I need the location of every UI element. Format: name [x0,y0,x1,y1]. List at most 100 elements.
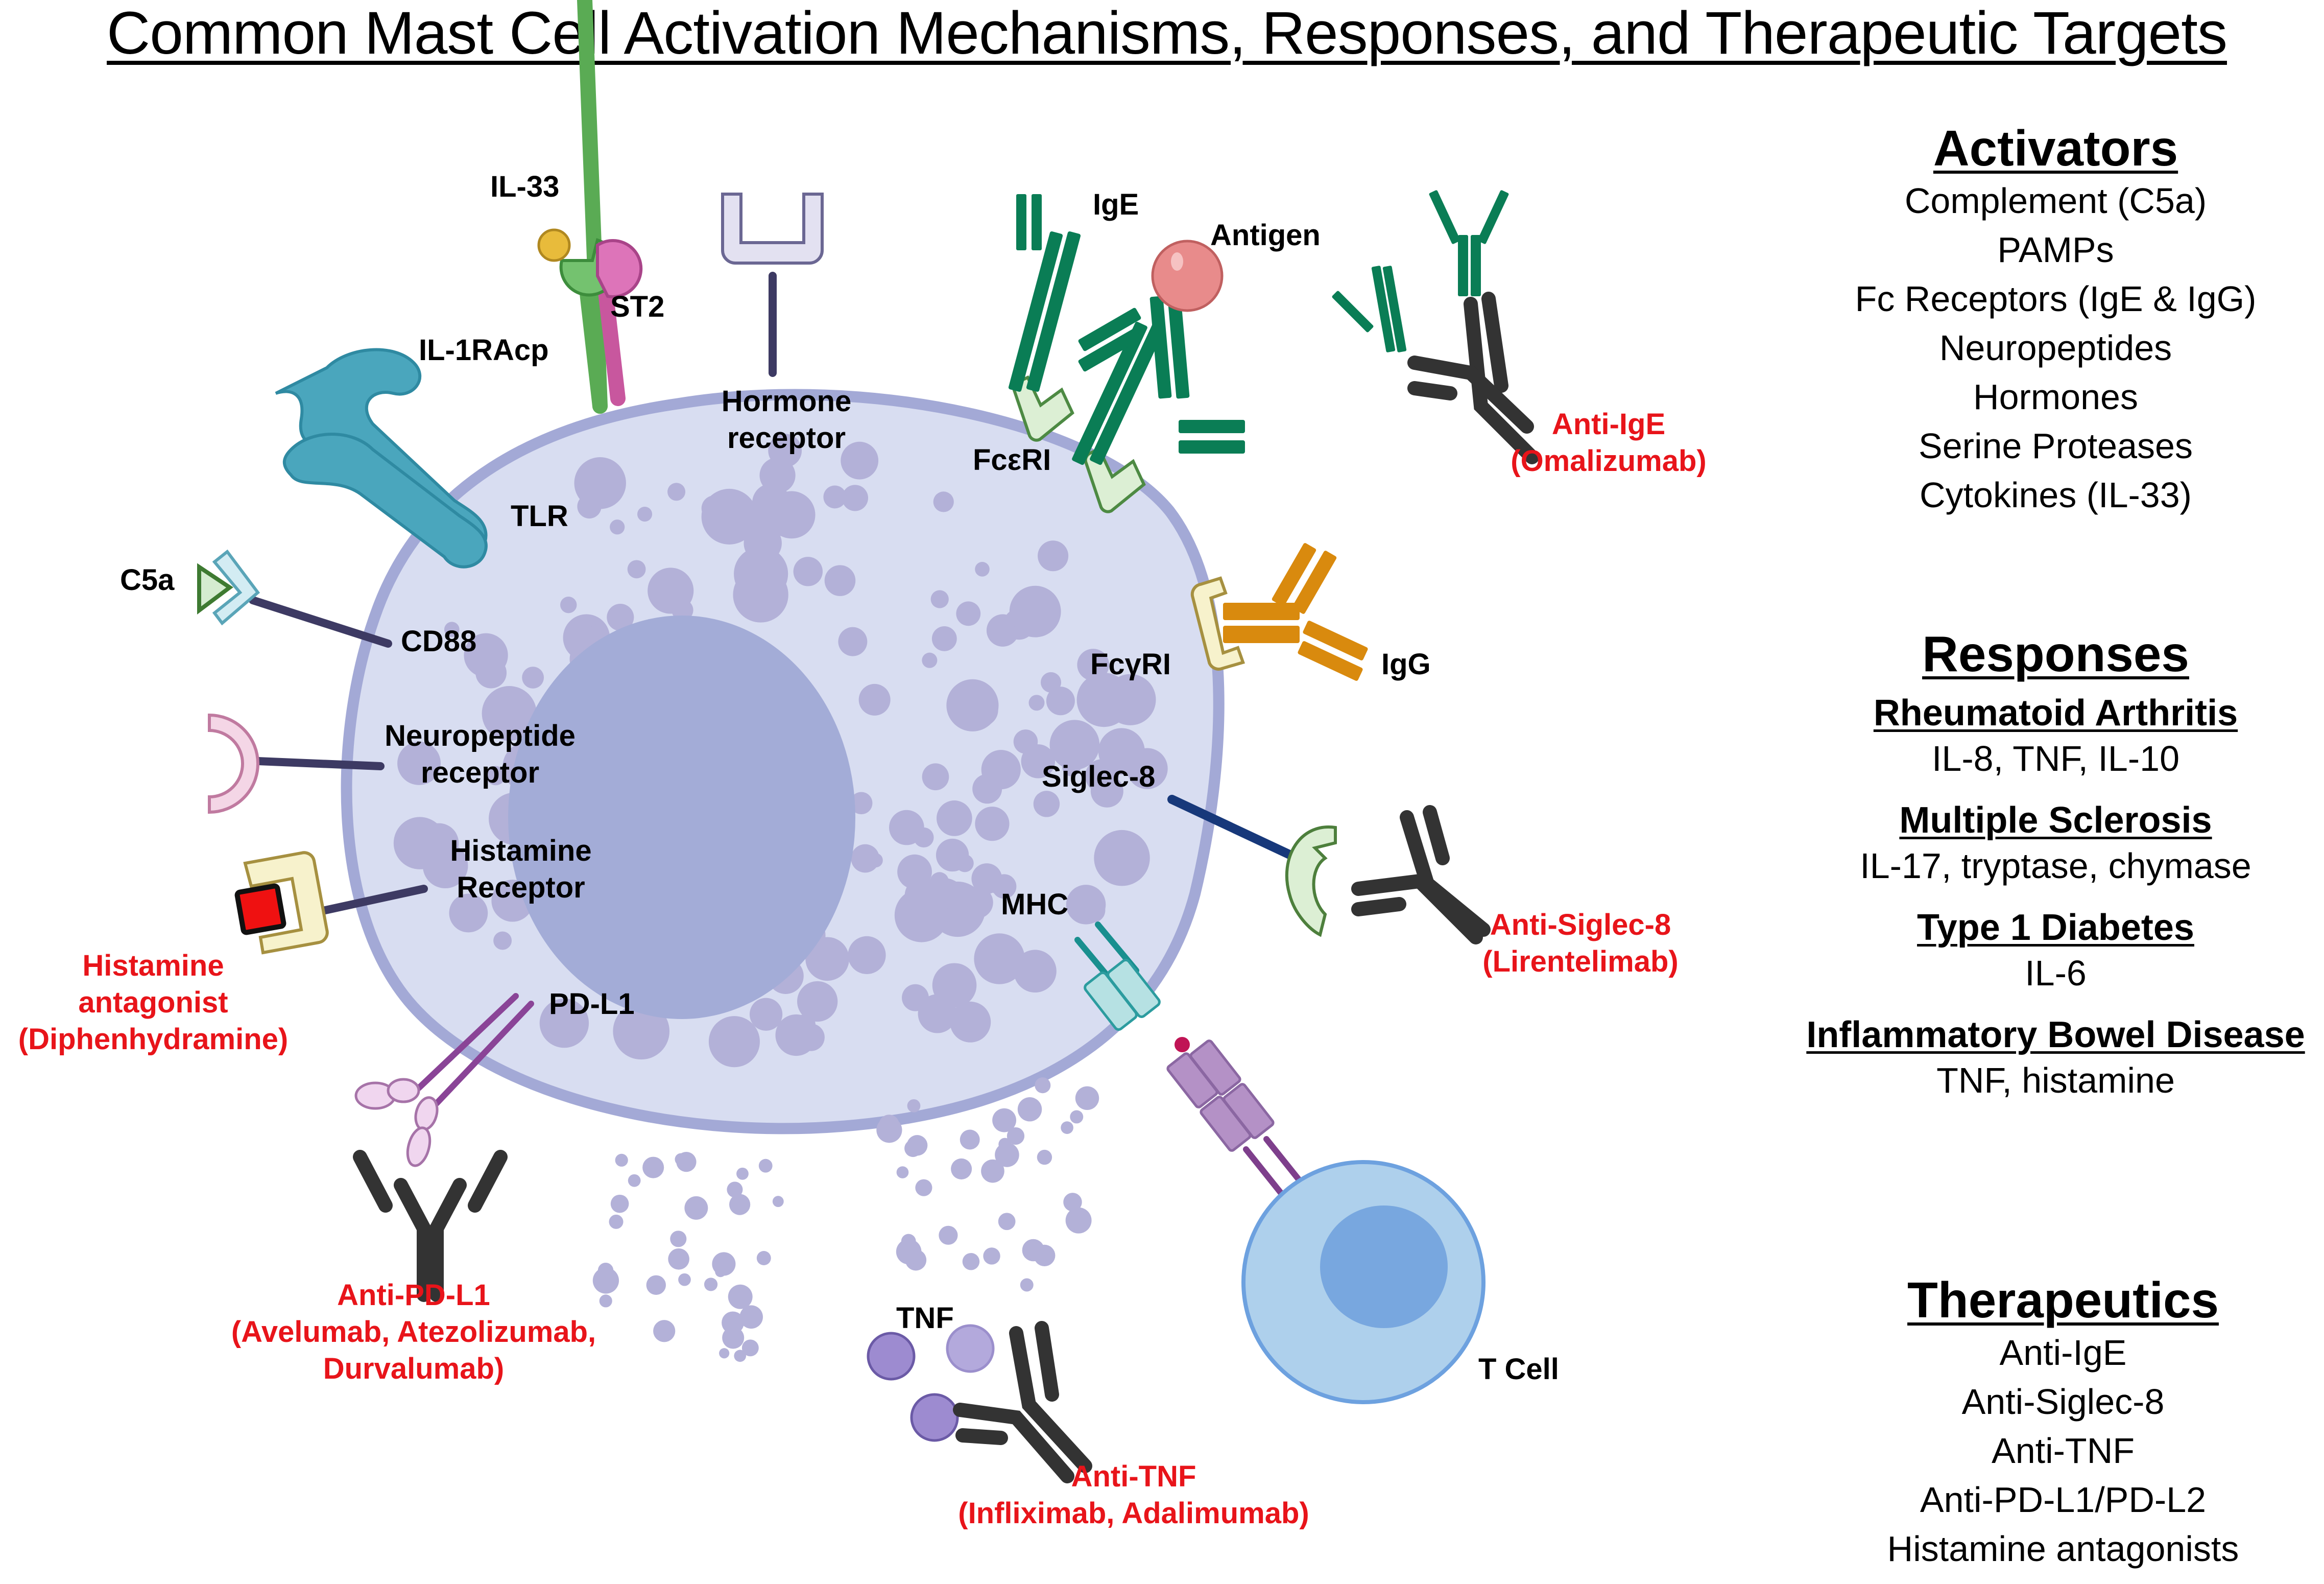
therapeutics-heading: Therapeutics [1907,1272,2219,1328]
label-anti-tnf: Anti-TNF (Infliximab, Adalimumab) [935,1458,1333,1532]
granule [749,998,783,1031]
disease-name: Multiple Sclerosis [1899,800,2212,841]
released-granule [684,1196,708,1220]
activator-item: Fc Receptors (IgE & IgG) [1855,279,2257,319]
granule [428,825,447,845]
granule [838,627,868,656]
granule [1062,758,1081,776]
histamine-receptor [234,851,428,955]
activator-item: PAMPs [1997,230,2114,270]
anti-tnf-drug: (Infliximab, Adalimumab) [958,1497,1309,1530]
granule [842,485,869,511]
released-granule [704,1278,718,1291]
disease-name: Type 1 Diabetes [1917,907,2194,948]
disease-name: Inflammatory Bowel Disease [1806,1014,2305,1055]
ige-fceri-cluster [1008,194,1245,513]
granule [648,568,694,614]
released-granule [668,1248,689,1270]
released-granule [741,1339,759,1357]
anti-pdl1-name: Anti-PD-L1 [337,1279,490,1312]
released-granule [772,1196,784,1208]
label-fcgri: FcγRI [1090,648,1171,681]
label-tlr: TLR [511,500,568,533]
released-granule [1063,1193,1082,1212]
released-granule [610,1194,629,1213]
granule [975,807,1010,841]
released-granule [642,1156,664,1178]
granule [937,800,972,836]
released-granule [962,1252,980,1270]
granule [768,434,802,468]
granule [1127,748,1168,789]
released-granule [739,1305,763,1329]
label-c5a: C5a [120,563,175,597]
granule [858,683,891,716]
granule [922,763,949,791]
disease-mediators: IL-8, TNF, IL-10 [1931,739,2179,778]
activator-item: Hormones [1973,377,2138,417]
granule [734,547,788,601]
released-granule [1022,1239,1045,1262]
granule [627,560,646,579]
granule [848,936,886,975]
released-granule [675,1153,687,1166]
granule [989,878,1004,894]
released-granules [592,1077,1099,1362]
granule [902,984,929,1011]
mast-cell [341,389,1225,1134]
granule [1028,695,1045,711]
released-granule [896,1239,922,1265]
granule [1009,585,1061,637]
neuropeptide-receptor [208,713,385,814]
antigen-molecule [1151,240,1224,312]
released-granule [951,1158,972,1179]
label-fceri: FcεRI [973,443,1051,477]
anti-ige-complex [1332,190,1539,464]
granule [1076,673,1131,727]
granule [486,766,506,786]
released-granule [727,1181,743,1198]
label-pdl1: PD-L1 [549,987,635,1021]
released-granule [592,1267,619,1294]
activators-heading: Activators [1933,120,2178,176]
label-hormone-receptor: Hormone receptor [721,385,852,455]
granule [522,667,544,689]
released-granule [960,1129,980,1150]
granule [1090,774,1123,808]
granule [797,981,838,1022]
granule [1111,688,1136,713]
st2-head [596,239,643,298]
granule [610,519,625,535]
granule [975,562,990,577]
released-granule [915,1179,932,1196]
released-granule [758,1159,773,1173]
c5a-ligand [197,563,233,614]
anti-pdl1-drug: (Avelumab, Atezolizumab, Durvalumab) [231,1315,596,1385]
granule [841,441,879,480]
igg-fcgri-complex [1190,543,1368,681]
figure-title: Common Mast Cell Activation Mechanisms, … [107,0,2227,67]
granule [539,998,589,1048]
label-igg: IgG [1381,648,1431,681]
granule [637,506,653,522]
siglec8-complex [1167,795,1491,944]
label-histamine-antagonist: Histamine antagonist (Diphenhydramine) [0,948,306,1058]
released-granule [1075,1086,1099,1110]
granule [1081,897,1106,923]
histamine-antagonist-molecule [234,883,286,935]
therapeutic-item: Anti-PD-L1/PD-L2 [1920,1480,2207,1520]
label-siglec8: Siglec-8 [1042,760,1156,793]
anti-ige-drug: (Omalizumab) [1511,444,1707,478]
granule [1069,735,1091,756]
released-granule [1020,1278,1034,1292]
activator-item: Cytokines (IL-33) [1920,475,2192,515]
released-granule [1017,1097,1042,1122]
granule [444,622,460,637]
released-granule [1037,1149,1052,1165]
granule [1040,672,1062,693]
